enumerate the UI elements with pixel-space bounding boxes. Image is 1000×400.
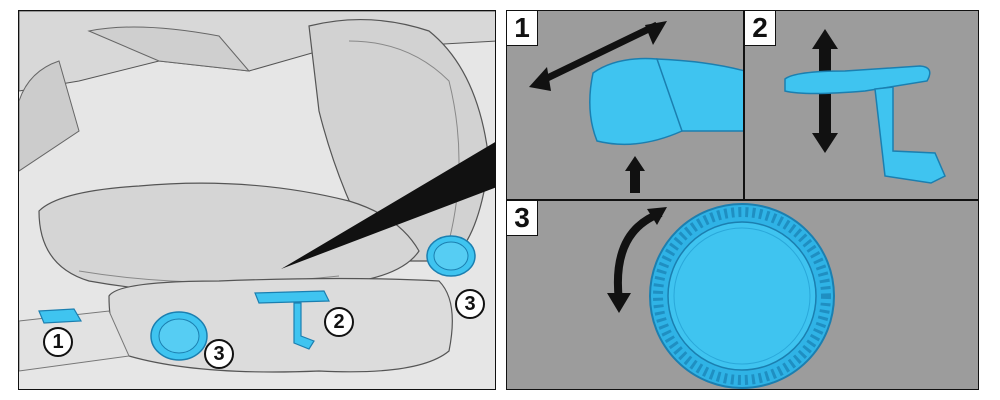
leader-wedge <box>281 142 495 269</box>
height-lever-arm <box>874 86 946 184</box>
detail-1-illustration <box>529 21 743 193</box>
detail-2-label: 2 <box>745 11 776 46</box>
seat-cushion <box>38 182 420 294</box>
seat-overview-panel: 1 2 3 3 <box>18 10 496 390</box>
detail-3-label: 3 <box>507 201 538 236</box>
rotate-arrowhead-bottom <box>607 293 631 313</box>
rotate-arrow-curve <box>614 209 663 302</box>
knob-face <box>667 221 817 371</box>
height-lever-arm <box>293 302 315 350</box>
height-lever <box>254 290 330 304</box>
seat-illustration <box>19 11 495 373</box>
height-lever-handle <box>784 65 931 95</box>
lift-arrow <box>625 156 645 193</box>
recline-lever-body <box>589 57 683 146</box>
callout-1: 1 <box>43 327 73 357</box>
detail-1-label: 1 <box>507 11 538 46</box>
detail-panel-1: 1 <box>506 10 744 200</box>
recline-lever <box>38 308 83 324</box>
floor <box>19 310 130 372</box>
callout-2: 2 <box>324 307 354 337</box>
callout-3-front: 3 <box>204 339 234 369</box>
knob-ribs <box>653 207 831 385</box>
slide-arrowhead-right <box>645 21 667 45</box>
detail-panel-3: 3 <box>506 200 979 390</box>
rotate-arrowhead-top <box>647 207 667 225</box>
steering-shape <box>19 60 80 172</box>
detail-2-illustration <box>784 29 946 184</box>
callout-3-rear: 3 <box>455 289 485 319</box>
armrest-shape <box>87 26 251 72</box>
detail-3-illustration <box>607 203 835 389</box>
lumbar-knob-front-face <box>158 318 200 354</box>
slide-arrow-line <box>535 21 659 87</box>
slide-arrowhead-left <box>529 67 551 91</box>
recline-lever-handle <box>655 58 743 132</box>
detail-panel-2: 2 <box>744 10 979 200</box>
knob-face-ring <box>673 227 811 365</box>
lumbar-knob-rear-face <box>433 241 469 271</box>
